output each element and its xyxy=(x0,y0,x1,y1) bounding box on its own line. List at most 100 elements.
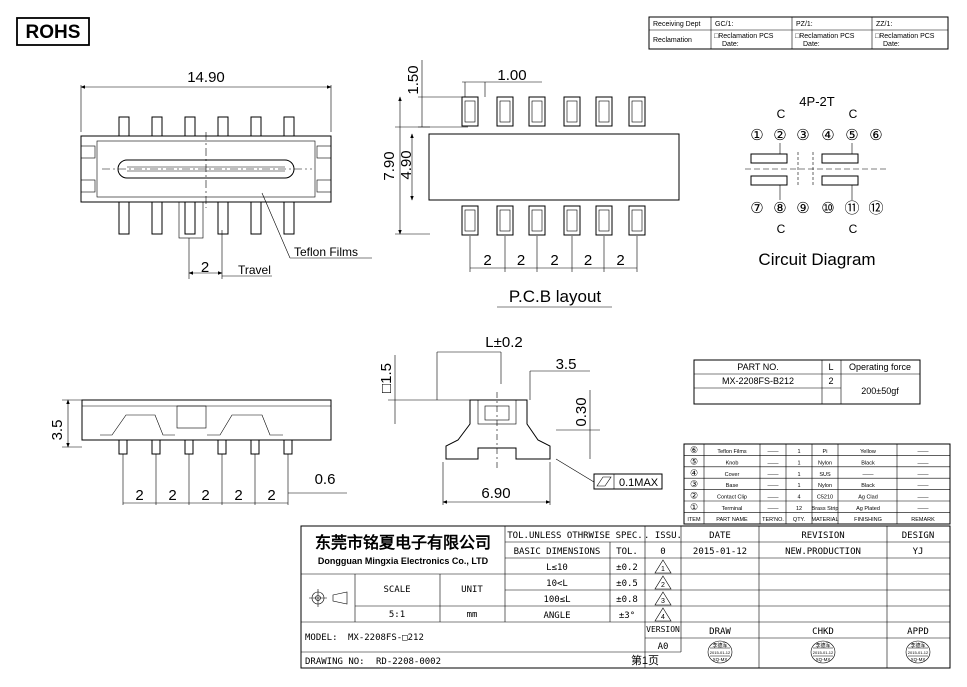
pcb-pad-top xyxy=(496,96,514,127)
gc-line2: Date: xyxy=(722,41,739,48)
rev-triangle xyxy=(654,607,672,622)
scale-value: 5:1 xyxy=(389,610,405,620)
stamp-code: XQ-MX xyxy=(911,657,926,662)
tol-head: TOL.UNLESS OTHRWISE SPEC. xyxy=(507,531,642,541)
issu-head: . ISSU. xyxy=(644,531,682,541)
pcb-pad-bottom-inner xyxy=(531,209,543,232)
zz-line2: Date: xyxy=(883,41,900,48)
pcb-body-outline xyxy=(428,133,680,201)
pz-line1: □Reclamation PCS xyxy=(795,33,855,40)
side-pitch-value: 2 xyxy=(234,487,242,504)
bom-header: FINISHING xyxy=(854,517,882,523)
bom-cell: Black xyxy=(861,483,875,489)
bom-cell: —— xyxy=(768,483,780,489)
outer-height-dim: 7.90 xyxy=(381,151,398,180)
bom-cell: Black xyxy=(861,460,875,466)
bom-cell: 1 xyxy=(797,449,800,455)
bom-cell: —— xyxy=(918,449,930,455)
side-pitch-value: 2 xyxy=(135,487,143,504)
l-header: L xyxy=(828,362,833,372)
pcb-pad-bottom xyxy=(628,205,646,236)
pcb-pitch-value: 2 xyxy=(483,252,491,269)
revision-head: REVISION xyxy=(801,531,844,541)
pcb-pitch-value: 2 xyxy=(517,252,525,269)
circuit-top-pin: ⑥ xyxy=(869,127,882,144)
rev-number: 2 xyxy=(661,582,665,589)
bom-header: TER'NO. xyxy=(762,517,784,523)
end-view: L±0.2 □1.5 3.5 0.30 6.90 0.1MAX xyxy=(378,334,663,505)
top-lower-pin xyxy=(217,201,229,235)
pad-height-dim: 1.50 xyxy=(405,65,422,94)
bom-cell: Terminal xyxy=(722,506,743,512)
bom-cell: 4 xyxy=(797,495,800,501)
pcb-pad-top xyxy=(461,96,479,127)
rev-number: 3 xyxy=(661,598,665,605)
bom-cell: ② xyxy=(690,491,698,501)
side-pin xyxy=(151,439,161,455)
side-height-dim: 3.5 xyxy=(49,420,66,441)
bom-cell: Ag Plated xyxy=(856,506,880,512)
side-body xyxy=(81,399,332,441)
top-view-upper-pins xyxy=(118,116,295,137)
pcb-pad-bottom-inner xyxy=(598,209,610,232)
date-head: DATE xyxy=(709,531,731,541)
receiving-dept-label: Receiving Dept xyxy=(653,21,701,28)
force-header: Operating force xyxy=(849,362,911,372)
bom-cell: —— xyxy=(918,460,930,466)
circuit-top-pin: ① xyxy=(750,127,763,144)
design-value: YJ xyxy=(913,547,924,557)
bom-cell: —— xyxy=(768,495,780,501)
bom-cell: Teflon Films xyxy=(717,449,747,455)
pcb-pitch-value: 2 xyxy=(584,252,592,269)
scale-label: SCALE xyxy=(383,585,410,595)
side-pin xyxy=(184,439,194,455)
top-upper-pin xyxy=(184,116,196,137)
reclamation-box: Receiving Dept Reclamation GC/1: □Reclam… xyxy=(648,16,949,50)
revision-value: NEW.PRODUCTION xyxy=(785,547,861,557)
company-en: Dongguan Mingxia Electronics Co., LTD xyxy=(318,556,489,566)
chkd-label: CHKD xyxy=(812,627,834,637)
gc-head: GC/1: xyxy=(715,21,733,28)
stamp-date: 2015-01-12 xyxy=(710,650,731,655)
pcb-caption: P.C.B layout xyxy=(509,287,602,306)
company-cn: 东莞市铭夏电子有限公司 xyxy=(315,533,491,552)
pcb-pad-bottom xyxy=(496,205,514,236)
bom-cell: —— xyxy=(768,449,780,455)
pcb-pad-top xyxy=(595,96,613,127)
l-value: 2 xyxy=(828,376,833,386)
rev-number: 4 xyxy=(661,614,665,621)
stamp-name: 李德军 xyxy=(910,642,925,649)
pcb-pitch-value: 2 xyxy=(616,252,624,269)
circuit-top-pin: ② xyxy=(773,127,786,144)
rev-triangle xyxy=(654,575,672,590)
top-view: 14.90 2 Travel Teflon Films xyxy=(80,69,372,279)
circuit-bottom-pin: ⑨ xyxy=(796,200,809,217)
pcb-pad-top-inner xyxy=(631,100,643,123)
pcb-pad-bottom-inner xyxy=(464,209,476,232)
bom-cell: ③ xyxy=(690,479,698,489)
draw-label: DRAW xyxy=(709,627,731,637)
top-view-lower-pins xyxy=(118,201,295,235)
bom-cell: 1 xyxy=(797,460,800,466)
pcb-pad-top-inner xyxy=(598,100,610,123)
bom-header: MATERIAL xyxy=(811,517,838,523)
pcb-pad-bottom xyxy=(595,205,613,236)
end-gap-dim: 0.6 xyxy=(315,471,336,488)
side-pitch-value: 2 xyxy=(168,487,176,504)
pcb-pad-top-inner xyxy=(566,100,578,123)
model-value: MX-2208FS-□212 xyxy=(348,633,424,643)
stamp-code: XQ-MX xyxy=(713,657,728,662)
top-lower-pin xyxy=(250,201,262,235)
projection-symbol xyxy=(309,589,348,607)
tol-value: ±0.8 xyxy=(616,595,638,605)
pcb-pad-top xyxy=(563,96,581,127)
stamp-name: 李德军 xyxy=(712,642,727,649)
knob-dim: □1.5 xyxy=(378,363,395,393)
approval-stamp xyxy=(810,640,836,664)
tol-range: 100≤L xyxy=(543,595,570,605)
side-pin xyxy=(217,439,227,455)
stamp-name: 李德军 xyxy=(815,642,830,649)
